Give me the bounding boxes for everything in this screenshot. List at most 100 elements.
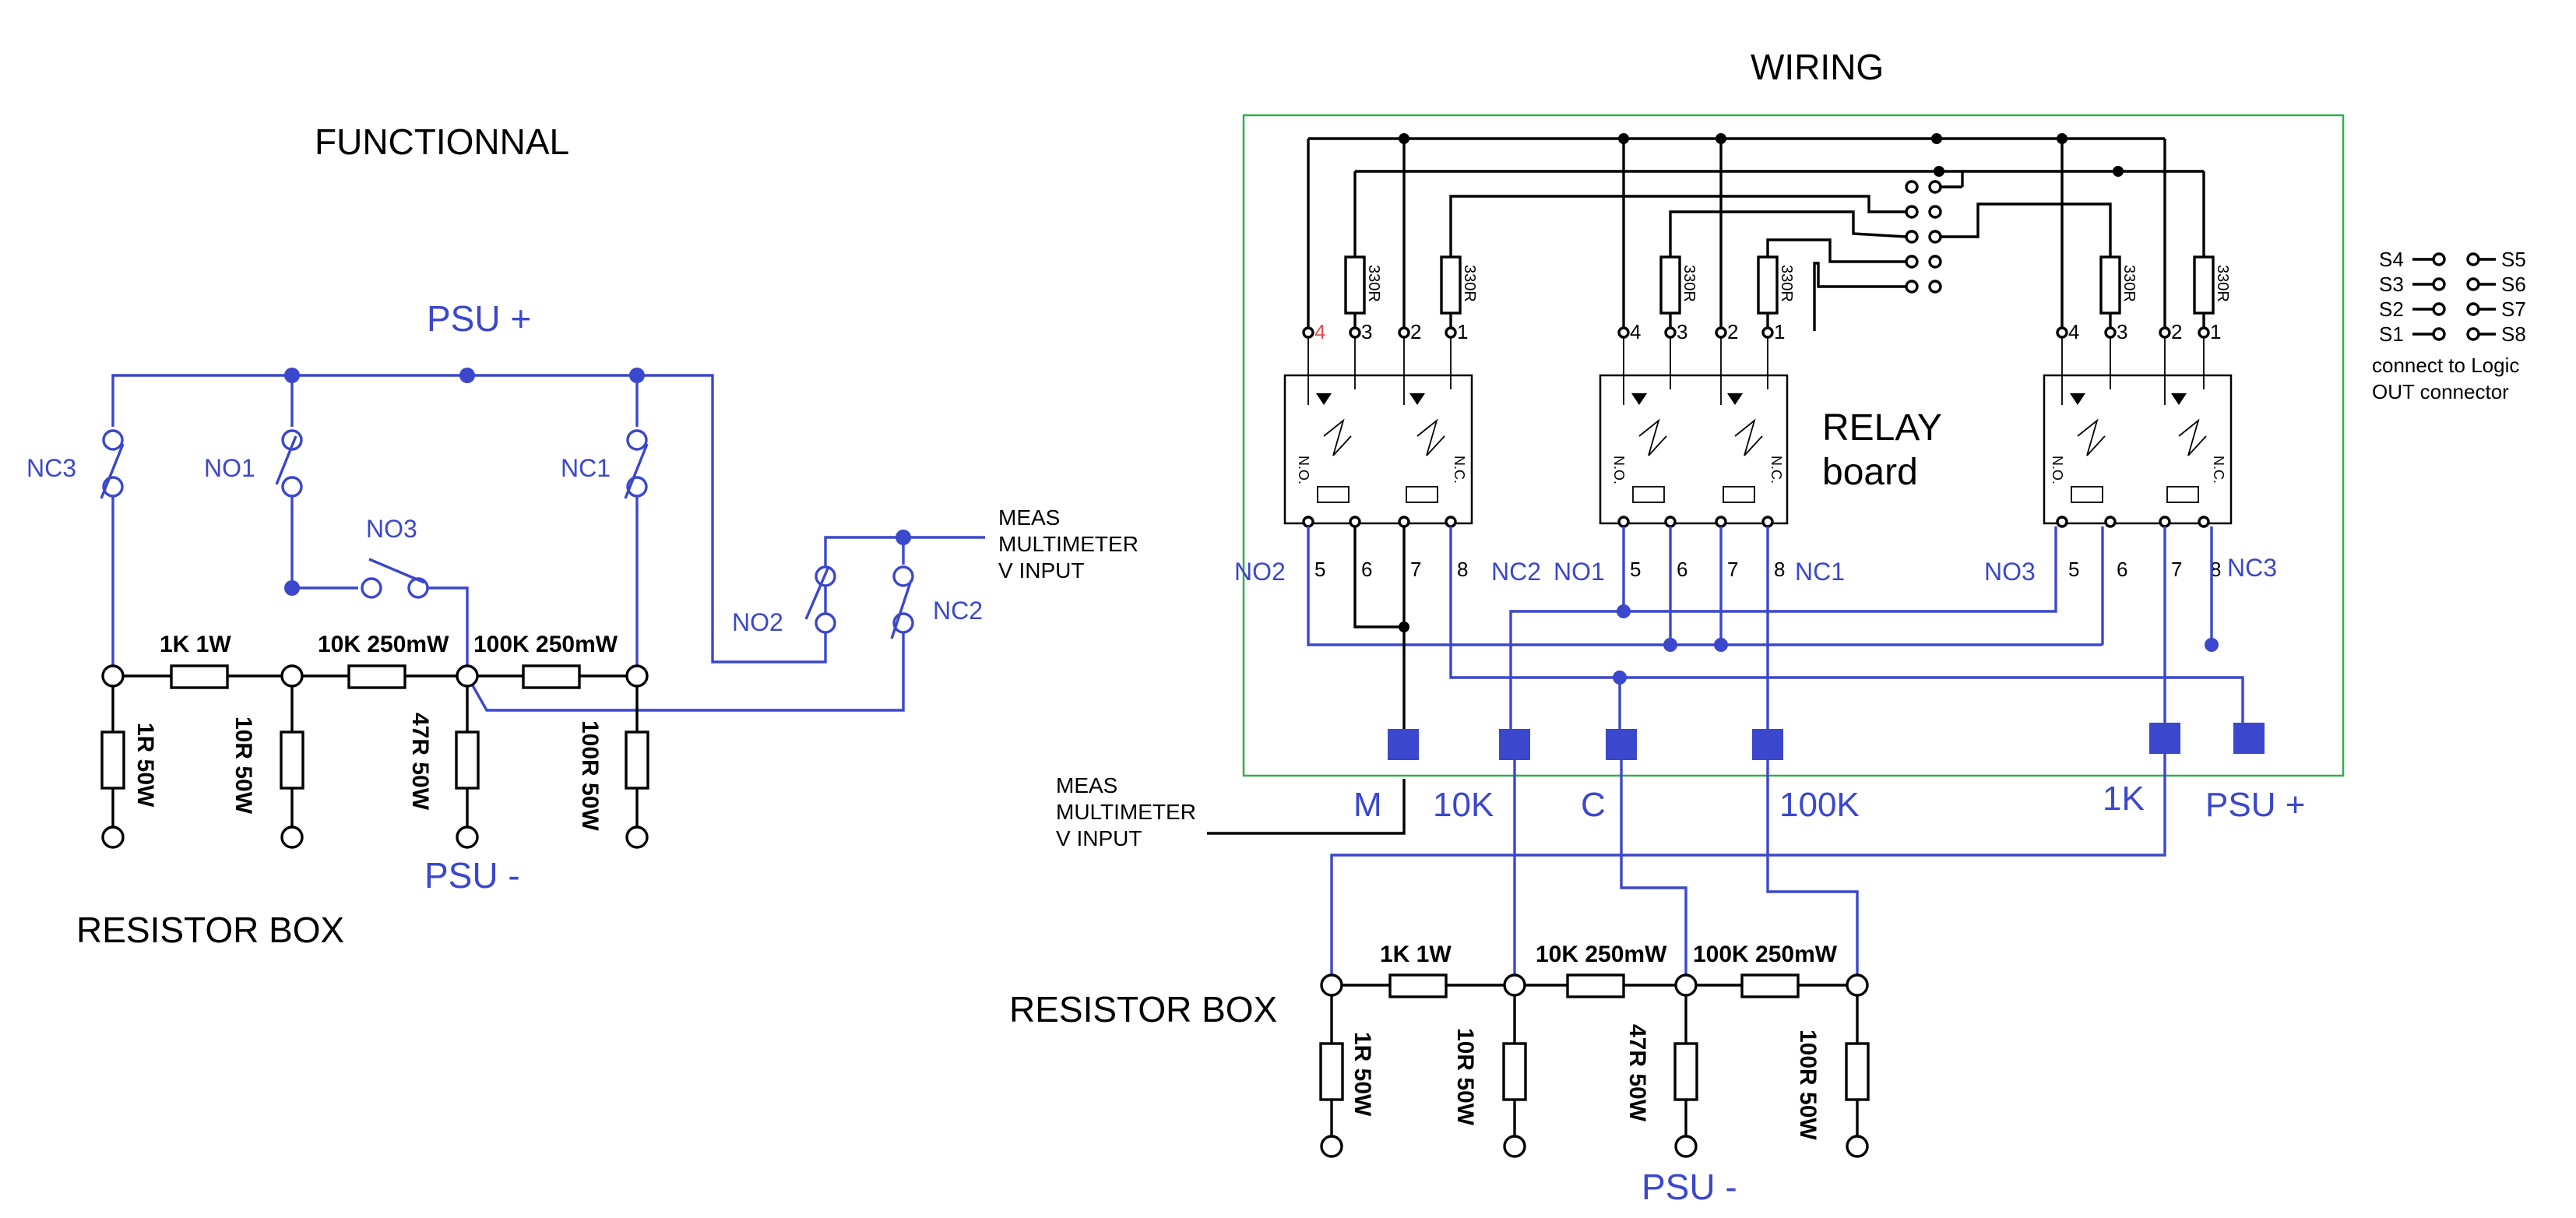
- func-meas-line3: V INPUT: [998, 558, 1084, 583]
- wire-no2-label: NO2: [1234, 558, 1286, 586]
- func-shunt-47r: 47R 50W: [407, 686, 480, 849]
- wire-shunt-100r-label: 100R 50W: [1795, 1030, 1821, 1140]
- func-shunt-47r-label: 47R 50W: [407, 713, 433, 811]
- relay3-pin5: 5: [2068, 558, 2079, 581]
- terminal-c: [1606, 729, 1637, 760]
- relay2-pull-r2: 330R: [1778, 265, 1795, 302]
- func-nc2-label: NC2: [933, 597, 983, 625]
- func-no3-label: NO3: [366, 515, 417, 543]
- relay2-pin7: 7: [1727, 558, 1738, 581]
- func-shunt-1r: 1R 50W: [100, 686, 158, 849]
- wire-nc3-label: NC3: [2227, 554, 2277, 582]
- func-switch-no3: NO3: [361, 515, 429, 599]
- func-switch-no2: NO2: [732, 565, 836, 636]
- relay1-no-tag: N.O.: [1296, 456, 1311, 484]
- relay1-pin5: 5: [1314, 558, 1325, 581]
- func-switch-nc1: NC1: [561, 427, 650, 499]
- relay2-pin8: 8: [1774, 558, 1785, 581]
- relay3-pin3: 3: [2117, 320, 2127, 343]
- func-resistor-box-label: RESISTOR BOX: [76, 910, 344, 950]
- term-1k-label: 1K: [2103, 780, 2145, 818]
- relay2-no-tag: N.O.: [1611, 456, 1627, 484]
- func-shunt-100r: 100R 50W: [577, 686, 649, 849]
- func-shunt-100r-label: 100R 50W: [577, 720, 603, 831]
- relay3-nc-tag: N.C.: [2211, 456, 2226, 484]
- relay3-pin2: 2: [2171, 320, 2182, 343]
- relay3-pin4: 4: [2068, 320, 2079, 343]
- func-series-r3: 100K 250mW: [473, 632, 618, 657]
- term-c-label: C: [1581, 786, 1606, 824]
- wire-no1-label: NO1: [1554, 558, 1605, 586]
- func-psu-plus-label: PSU +: [427, 298, 531, 339]
- wiring-diagram: 330R 330R 4 3 2 1 N.O. N.C. 5 6 7 8: [1009, 114, 2345, 1207]
- relay1-pin2: 2: [1410, 320, 1421, 343]
- relay1-pin4: 4: [1314, 320, 1325, 343]
- term-10k-label: 10K: [1433, 786, 1494, 824]
- relay-board-frame: [1242, 114, 2345, 777]
- wire-shunt-1r: 1R 50W: [1319, 995, 1375, 1158]
- wire-resistor-box-label: RESISTOR BOX: [1009, 989, 1277, 1030]
- relay1-pin8: 8: [1457, 558, 1468, 581]
- relay1-pin7: 7: [1410, 558, 1421, 581]
- relay1-pin1: 1: [1457, 320, 1468, 343]
- func-no2-label: NO2: [732, 608, 783, 636]
- relay3-pull-r1: 330R: [2120, 265, 2138, 302]
- wire-meas-line1: MEAS: [1056, 773, 1117, 797]
- legend-note-1: connect to Logic: [2372, 354, 2519, 377]
- functional-title: FUNCTIONNAL: [315, 121, 569, 162]
- legend-s6: S6: [2501, 273, 2526, 296]
- func-switch-nc3: NC3: [26, 427, 126, 499]
- func-no1-label: NO1: [204, 454, 255, 482]
- relay1-pull-r1: 330R: [1365, 265, 1382, 302]
- legend-s5: S5: [2501, 248, 2526, 271]
- header-connector: [1905, 180, 1942, 294]
- relay2-nc-tag: N.C.: [1768, 456, 1784, 484]
- func-series-r1: 1K 1W: [160, 632, 231, 657]
- wire-nc2-label: NC2: [1491, 558, 1541, 586]
- wire-nc1-label: NC1: [1795, 558, 1845, 586]
- legend-note-2: OUT connector: [2372, 380, 2509, 403]
- func-meas-line2: MULTIMETER: [998, 532, 1138, 556]
- terminal-1k: [2149, 723, 2180, 754]
- wire-shunt-47r-label: 47R 50W: [1624, 1024, 1650, 1122]
- relay2-pin5: 5: [1630, 558, 1641, 581]
- term-100k-label: 100K: [1779, 786, 1860, 824]
- wire-series-r2: 10K 250mW: [1536, 942, 1667, 967]
- relay-module-2: 330R 330R 4 3 2 1 N.O. N.C. 5 6 7 8: [1599, 255, 1795, 581]
- relay2-pin3: 3: [1677, 320, 1687, 343]
- functional-diagram: PSU + NC3 NO1 NC1: [26, 298, 1138, 950]
- relay-module-1: 330R 330R 4 3 2 1 N.O. N.C. 5 6 7 8: [1283, 255, 1478, 581]
- relay-board-label-2: board: [1822, 452, 1918, 493]
- relay2-pin2: 2: [1727, 320, 1738, 343]
- legend-s1: S1: [2379, 322, 2404, 346]
- wire-psu-minus-label: PSU -: [1642, 1167, 1737, 1207]
- wire-series-r3: 100K 250mW: [1693, 942, 1838, 967]
- relay3-pin6: 6: [2117, 558, 2127, 581]
- legend-s7: S7: [2501, 297, 2526, 321]
- legend-s4: S4: [2379, 248, 2404, 271]
- term-psu-plus-label: PSU +: [2205, 786, 2305, 824]
- logic-connector-legend: S4 S3 S2 S1 S5 S6 S7 S8 connect to Logic…: [2372, 248, 2526, 403]
- wire-shunt-1r-label: 1R 50W: [1350, 1032, 1375, 1117]
- relay-board-label-1: RELAY: [1822, 407, 1942, 449]
- relay2-pin4: 4: [1630, 320, 1641, 343]
- relay1-pin6: 6: [1361, 558, 1372, 581]
- wiring-title: WIRING: [1751, 47, 1884, 87]
- func-shunt-10r: 10R 50W: [231, 686, 304, 849]
- wire-series-r1: 1K 1W: [1380, 942, 1452, 967]
- relay3-no-tag: N.O.: [2050, 456, 2065, 484]
- wire-no3-label: NO3: [1984, 558, 2036, 586]
- terminal-10k: [1499, 729, 1530, 760]
- wire-shunt-100r: 100R 50W: [1795, 995, 1870, 1158]
- wire-meas-line2: MULTIMETER: [1056, 800, 1196, 824]
- func-switch-no1: NO1: [204, 427, 305, 498]
- relay2-pin6: 6: [1677, 558, 1687, 581]
- relay2-pin1: 1: [1774, 320, 1785, 343]
- relay-module-3: 330R 330R 4 3 2 1 N.O. N.C. 5 6 7 8: [2043, 255, 2233, 581]
- relay1-nc-tag: N.C.: [1452, 456, 1467, 484]
- relay3-pin7: 7: [2171, 558, 2182, 581]
- terminal-psu-plus: [2233, 723, 2265, 754]
- terminal-m: [1388, 729, 1419, 760]
- legend-s2: S2: [2379, 297, 2404, 321]
